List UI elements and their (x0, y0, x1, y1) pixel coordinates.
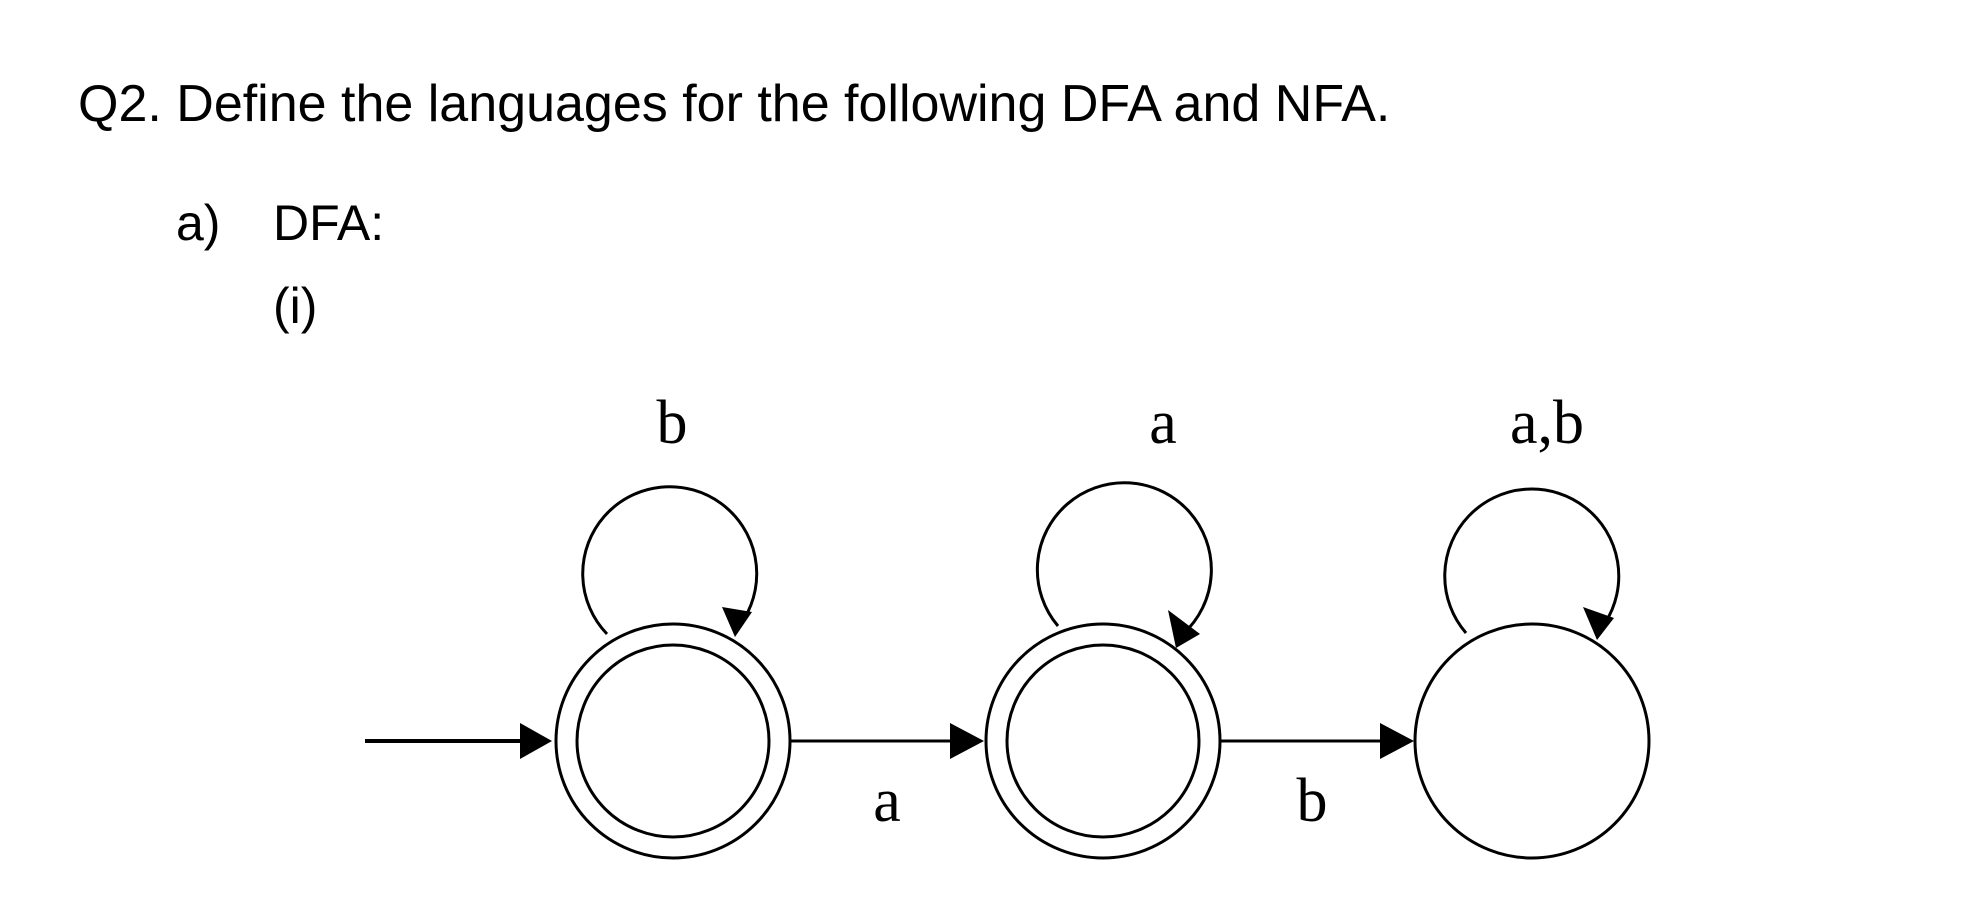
sub-part-i-label: (i) (273, 278, 318, 334)
state-q0 (554, 622, 792, 860)
transition-q0-q1 (790, 723, 984, 759)
state-q1 (984, 622, 1222, 860)
part-a-marker: a) (176, 195, 221, 251)
state-q2 (1413, 622, 1651, 860)
self-loop-q1 (1035, 481, 1213, 648)
self-loop-q0-label: b (657, 389, 688, 457)
state-q1-inner-circle (1005, 643, 1201, 839)
self-loop-q2-label: a,b (1510, 389, 1584, 457)
part-a-title: DFA: (273, 195, 385, 251)
self-loop-q0 (581, 485, 759, 637)
state-q1-outer-circle (984, 622, 1222, 860)
question-text: Q2. Define the languages for the followi… (78, 75, 1391, 133)
transition-q1-q2-label: b (1297, 767, 1328, 835)
state-q0-inner-circle (575, 643, 771, 839)
transition-q1-q2 (1220, 723, 1414, 759)
self-loop-q1-label: a (1149, 389, 1177, 457)
start-arrow (365, 723, 552, 759)
state-q0-outer-circle (554, 622, 792, 860)
transition-q0-q1-label: a (873, 767, 901, 835)
state-q2-circle (1413, 622, 1651, 860)
self-loop-q2 (1443, 487, 1621, 640)
